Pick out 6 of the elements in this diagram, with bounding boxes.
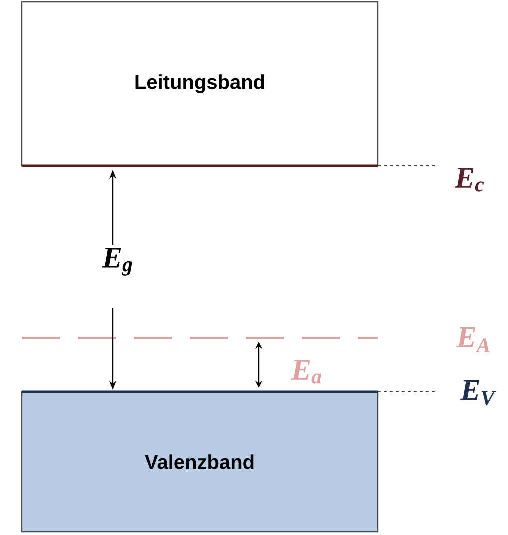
- energy-label: E$_{A}$: [456, 328, 490, 352]
- energy-label: E$_{c}$: [454, 168, 484, 192]
- band-box: Leitungsband: [21, 1, 379, 168]
- band-box: Valenzband: [21, 390, 379, 533]
- energy-label: E$_{V}$: [460, 380, 496, 406]
- energy-label: E$_{g}$: [102, 248, 132, 276]
